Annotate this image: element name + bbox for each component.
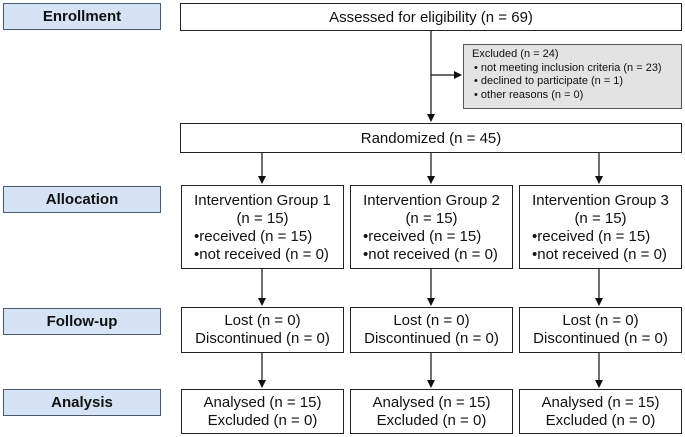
excluded-title: Excluded (n = 24) bbox=[472, 48, 559, 60]
excluded-line: Excluded (n = 0) bbox=[207, 411, 318, 429]
group-count: (n = 15) bbox=[405, 210, 458, 227]
group-1-allocation: Intervention Group 1 (n = 15) •received … bbox=[181, 185, 344, 269]
analysed-line: Analysed (n = 15) bbox=[372, 393, 491, 411]
stage-allocation: Allocation bbox=[3, 186, 161, 213]
group-title: Intervention Group 3 bbox=[532, 192, 669, 209]
group-3-allocation: Intervention Group 3 (n = 15) •received … bbox=[519, 185, 682, 269]
excluded-line: Excluded (n = 0) bbox=[376, 411, 487, 429]
received-line: •received (n = 15) bbox=[363, 228, 482, 245]
not-received-line: •not received (n = 0) bbox=[532, 246, 667, 263]
group-2-follow-up: Lost (n = 0) Discontinued (n = 0) bbox=[350, 307, 513, 353]
group-2-analysis: Analysed (n = 15) Excluded (n = 0) bbox=[350, 389, 513, 434]
assessed-box: Assessed for eligibility (n = 69) bbox=[180, 3, 682, 31]
received-line: •received (n = 15) bbox=[194, 228, 313, 245]
group-1-analysis: Analysed (n = 15) Excluded (n = 0) bbox=[181, 389, 344, 434]
discontinued-line: Discontinued (n = 0) bbox=[195, 330, 330, 347]
excluded-box: Excluded (n = 24) • not meeting inclusio… bbox=[463, 44, 682, 109]
lost-line: Lost (n = 0) bbox=[224, 312, 301, 329]
not-received-line: •not received (n = 0) bbox=[363, 246, 498, 263]
excluded-item: • other reasons (n = 0) bbox=[474, 88, 584, 101]
group-title: Intervention Group 2 bbox=[363, 192, 500, 209]
assessed-label: Assessed for eligibility (n = 69) bbox=[329, 8, 533, 26]
analysed-line: Analysed (n = 15) bbox=[203, 393, 322, 411]
randomized-box: Randomized (n = 45) bbox=[180, 123, 682, 153]
stage-follow-up-label: Follow-up bbox=[46, 313, 118, 330]
stage-follow-up: Follow-up bbox=[3, 308, 161, 335]
group-1-follow-up: Lost (n = 0) Discontinued (n = 0) bbox=[181, 307, 344, 353]
stage-allocation-label: Allocation bbox=[45, 191, 119, 208]
analysed-line: Analysed (n = 15) bbox=[541, 393, 660, 411]
stage-analysis-label: Analysis bbox=[51, 394, 113, 411]
stage-analysis: Analysis bbox=[3, 389, 161, 416]
discontinued-line: Discontinued (n = 0) bbox=[364, 330, 499, 347]
group-3-analysis: Analysed (n = 15) Excluded (n = 0) bbox=[519, 389, 682, 434]
randomized-label: Randomized (n = 45) bbox=[360, 129, 502, 147]
group-title: Intervention Group 1 bbox=[194, 192, 331, 209]
group-2-allocation: Intervention Group 2 (n = 15) •received … bbox=[350, 185, 513, 269]
lost-line: Lost (n = 0) bbox=[562, 312, 639, 329]
group-count: (n = 15) bbox=[236, 210, 289, 227]
lost-line: Lost (n = 0) bbox=[393, 312, 470, 329]
received-line: •received (n = 15) bbox=[532, 228, 651, 245]
discontinued-line: Discontinued (n = 0) bbox=[533, 330, 668, 347]
group-count: (n = 15) bbox=[574, 210, 627, 227]
excluded-item: • not meeting inclusion criteria (n = 23… bbox=[474, 61, 662, 74]
excluded-line: Excluded (n = 0) bbox=[545, 411, 656, 429]
not-received-line: •not received (n = 0) bbox=[194, 246, 329, 263]
excluded-item: • declined to participate (n = 1) bbox=[474, 75, 624, 87]
stage-enrollment: Enrollment bbox=[3, 3, 161, 30]
group-3-follow-up: Lost (n = 0) Discontinued (n = 0) bbox=[519, 307, 682, 353]
stage-enrollment-label: Enrollment bbox=[42, 8, 122, 25]
